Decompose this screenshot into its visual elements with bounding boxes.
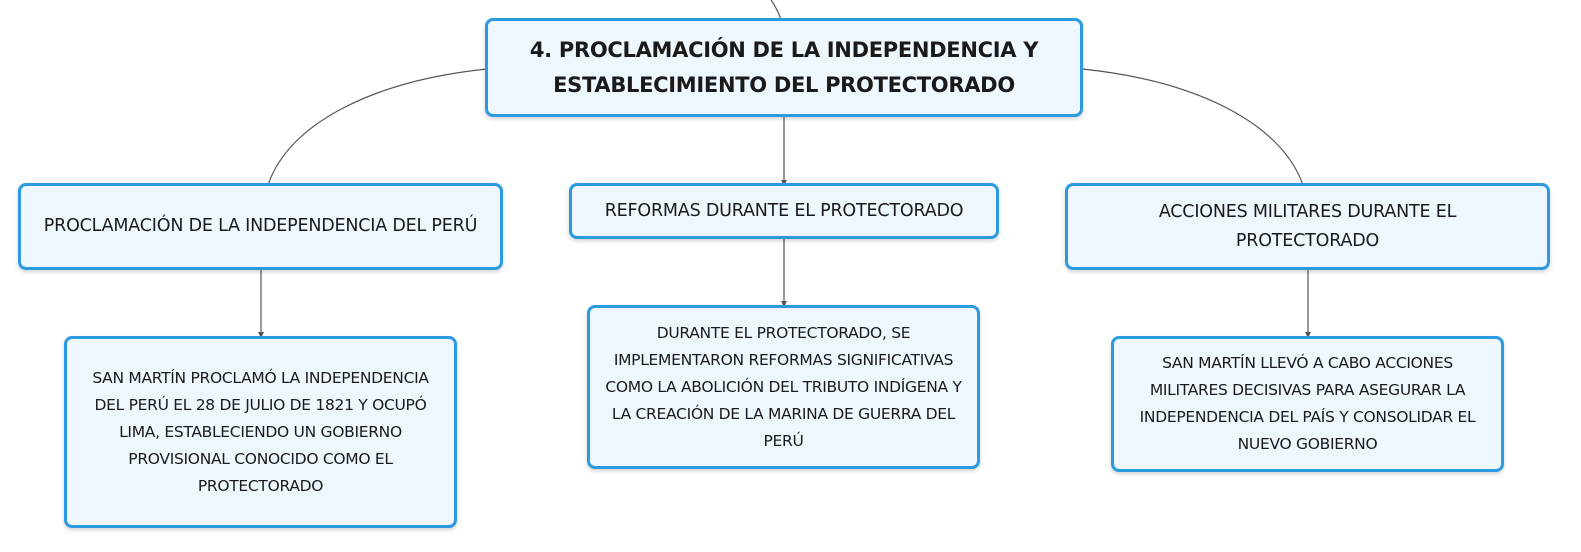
detail-node-proclamation[interactable]: SAN MARTÍN PROCLAMÓ LA INDEPENDENCIA DEL… xyxy=(64,336,457,528)
root-topic-node[interactable]: 4. PROCLAMACIÓN DE LA INDEPENDENCIA Y ES… xyxy=(485,18,1083,117)
connector-root-to-branch-right xyxy=(1081,68,1304,186)
connector-parent-to-root xyxy=(770,0,782,21)
branch-text-proclamation: PROCLAMACIÓN DE LA INDEPENDENCIA DEL PER… xyxy=(43,216,478,236)
branch-text-military-actions: ACCIONES MILITARES DURANTE EL PROTECTORA… xyxy=(1158,201,1457,251)
detail-node-military-actions[interactable]: SAN MARTÍN LLEVÓ A CABO ACCIONES MILITAR… xyxy=(1111,336,1504,472)
branch-text-reforms: REFORMAS DURANTE EL PROTECTORADO xyxy=(604,200,964,221)
detail-text-military-actions: SAN MARTÍN LLEVÓ A CABO ACCIONES MILITAR… xyxy=(1139,354,1476,453)
branch-node-military-actions[interactable]: ACCIONES MILITARES DURANTE EL PROTECTORA… xyxy=(1065,183,1550,270)
branch-node-reforms[interactable]: REFORMAS DURANTE EL PROTECTORADO xyxy=(569,183,999,239)
branch-node-proclamation[interactable]: PROCLAMACIÓN DE LA INDEPENDENCIA DEL PER… xyxy=(18,183,503,270)
detail-text-reforms: DURANTE EL PROTECTORADO, SE IMPLEMENTARO… xyxy=(605,323,962,450)
detail-node-reforms[interactable]: DURANTE EL PROTECTORADO, SE IMPLEMENTARO… xyxy=(587,305,980,469)
connector-root-to-branch-left xyxy=(267,68,488,186)
detail-text-proclamation: SAN MARTÍN PROCLAMÓ LA INDEPENDENCIA DEL… xyxy=(92,368,429,495)
root-topic-text: 4. PROCLAMACIÓN DE LA INDEPENDENCIA Y ES… xyxy=(529,37,1039,97)
